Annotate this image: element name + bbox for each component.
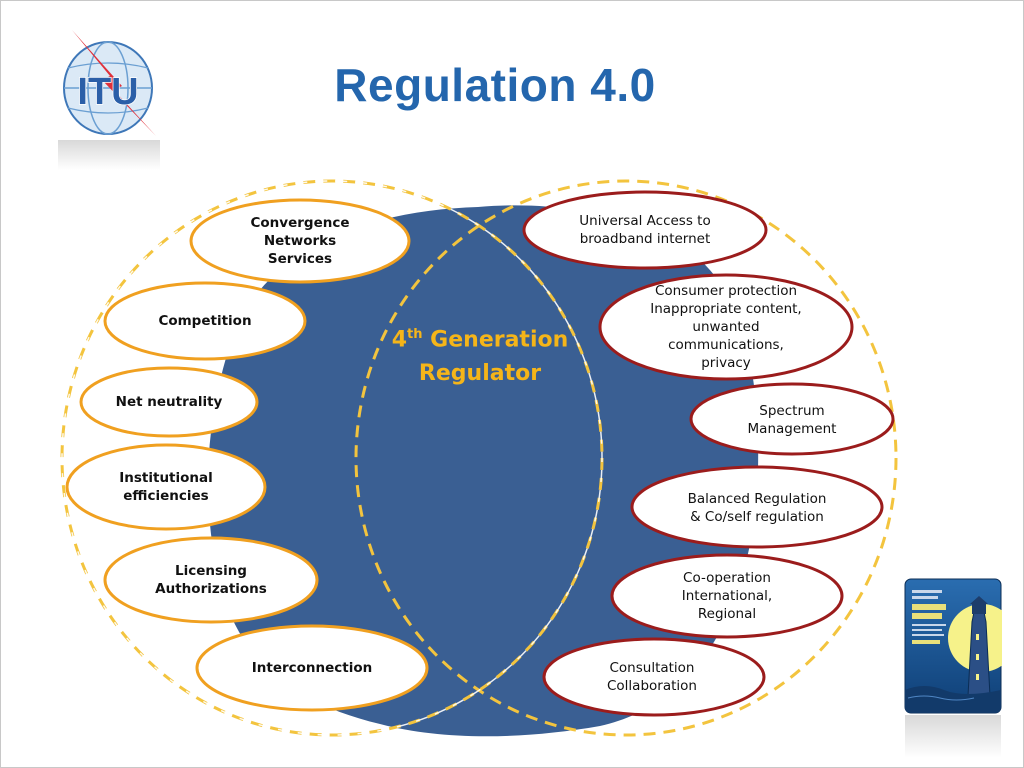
ellipse-spectrum (689, 382, 895, 456)
page-title: Regulation 4.0 (334, 59, 656, 111)
itu-logo: ITU (58, 28, 160, 170)
center-line2: Regulator (418, 361, 542, 387)
center-line1-number: 4 (391, 327, 408, 353)
ellipse-institutional (65, 443, 267, 531)
label-convergence: Convergence Networks Services (250, 215, 350, 267)
center-label: 4th Generation Regulator (370, 318, 590, 391)
label-balanced-regulation: Balanced Regulation & Co/self regulation (687, 491, 827, 525)
lighthouse-book-cover (904, 578, 1002, 758)
label-spectrum: Spectrum Management (747, 403, 837, 437)
itu-logo-text: ITU (77, 71, 138, 113)
ellipse-net-neutrality (79, 366, 259, 438)
label-licensing: Licensing Authorizations (155, 563, 267, 597)
ellipse-universal-access (522, 190, 768, 270)
label-institutional: Institutional efficiencies (119, 470, 213, 504)
ellipse-balanced-regulation (630, 465, 884, 549)
ellipse-co-operation (610, 553, 844, 639)
label-interconnection: Interconnection (251, 660, 373, 676)
label-consultation: Consultation Collaboration (607, 660, 697, 694)
label-universal-access: Universal Access to broadband internet (579, 213, 711, 247)
left-ellipses (65, 198, 429, 712)
label-competition: Competition (158, 313, 252, 329)
ellipse-competition (103, 281, 307, 361)
label-net-neutrality: Net neutrality (115, 394, 223, 410)
label-co-operation: Co-operation International, Regional (681, 570, 773, 622)
center-line1-rest: Generation (422, 327, 569, 353)
right-dashed-circle (354, 179, 898, 737)
center-line1-sup: th (407, 327, 423, 342)
ellipse-interconnection (195, 624, 429, 712)
ellipse-consultation (542, 637, 766, 717)
right-ellipses (522, 190, 895, 717)
ellipse-consumer-protection (598, 273, 854, 381)
ellipse-convergence (189, 198, 411, 284)
ellipse-licensing (103, 536, 319, 624)
label-consumer-protection: Consumer protection Inappropriate conten… (650, 283, 802, 371)
